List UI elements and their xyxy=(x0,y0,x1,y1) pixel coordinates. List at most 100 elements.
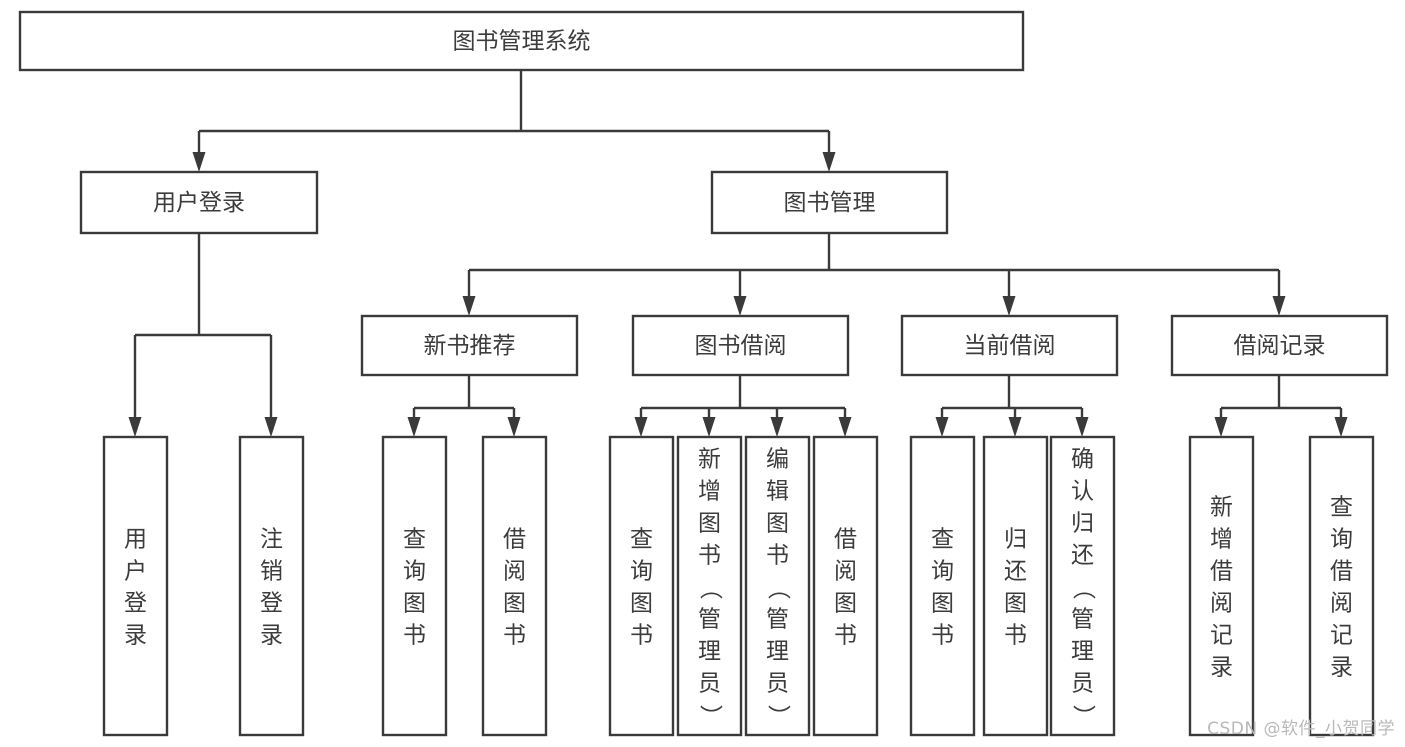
node-label-char: 图 xyxy=(503,591,526,617)
connector-arrowhead xyxy=(1272,296,1286,316)
node-box xyxy=(481,435,548,737)
node-label-char: 增 xyxy=(698,479,721,505)
node-label-char: 确 xyxy=(1071,447,1094,473)
node-label-char: 理 xyxy=(766,639,789,665)
node-label-char: 理 xyxy=(698,639,721,665)
node-label-char: 查 xyxy=(1330,495,1353,521)
connector-user-login-bus xyxy=(128,233,278,437)
connector-root-bus xyxy=(192,70,836,172)
connector-arrowhead xyxy=(838,417,852,437)
node-label-char: 登 xyxy=(260,591,283,617)
connector-new-book-rec-bus xyxy=(407,375,521,437)
connector-arrowhead xyxy=(128,417,142,437)
node-label-char: 销 xyxy=(260,559,283,585)
node-label-char: 阅 xyxy=(834,559,857,585)
node-label: 用户登录 xyxy=(153,190,245,216)
node-n-book-mgmt[interactable]: 图书管理 xyxy=(710,170,949,235)
node-label-char: 编 xyxy=(766,447,789,473)
node-label-char: 书 xyxy=(931,623,954,649)
node-label-char: 图 xyxy=(766,511,789,537)
node-label-char: 书 xyxy=(834,623,857,649)
node-label-char: 登 xyxy=(124,591,147,617)
node-label: 图书借阅 xyxy=(695,333,787,359)
node-n-current-borrow[interactable]: 当前借阅 xyxy=(900,314,1119,377)
connector-arrowhead xyxy=(1075,417,1089,437)
node-box xyxy=(381,435,448,737)
connector-arrowhead xyxy=(634,417,648,437)
node-n-book-borrow[interactable]: 图书借阅 xyxy=(631,314,850,377)
node-label: 当前借阅 xyxy=(964,333,1056,359)
node-box xyxy=(102,435,169,737)
connector-arrowhead xyxy=(770,417,784,437)
connector-arrowhead xyxy=(1214,417,1228,437)
node-label-char: 阅 xyxy=(503,559,526,585)
node-label: 图书管理系统 xyxy=(453,29,591,55)
node-n-new-book-rec[interactable]: 新书推荐 xyxy=(360,314,579,377)
node-n-borrow-record[interactable]: 借阅记录 xyxy=(1170,314,1389,377)
node-label-char: 记 xyxy=(1330,623,1353,649)
connector-arrowhead xyxy=(1334,417,1348,437)
connector-arrowhead xyxy=(507,417,521,437)
node-label-char: 录 xyxy=(124,623,147,649)
node-label-char: 询 xyxy=(1330,527,1353,553)
node-label-char: 查 xyxy=(630,527,653,553)
node-box xyxy=(900,314,1119,377)
node-label-char: 辑 xyxy=(766,479,789,505)
node-label-char: 员 xyxy=(766,671,789,697)
node-label-char: 录 xyxy=(260,623,283,649)
node-root[interactable]: 图书管理系统 xyxy=(18,10,1025,72)
node-box xyxy=(744,435,811,737)
connector-book-mgmt-bus xyxy=(462,233,1286,316)
node-n-user-login[interactable]: 用户登录 xyxy=(79,170,319,235)
node-box xyxy=(812,435,879,737)
connector-arrowhead xyxy=(462,296,476,316)
node-label-char: 记 xyxy=(1210,623,1233,649)
connector-arrowhead xyxy=(192,152,206,172)
node-box xyxy=(676,435,743,737)
node-box xyxy=(360,314,579,377)
connector-arrowhead xyxy=(264,417,278,437)
node-label-char: （ xyxy=(1070,577,1096,600)
node-label-char: 借 xyxy=(1210,559,1233,585)
connector-arrowhead xyxy=(702,417,716,437)
node-box xyxy=(1188,435,1255,737)
node-label-char: 询 xyxy=(403,559,426,585)
connector-arrowhead xyxy=(1002,296,1016,316)
node-label-char: 注 xyxy=(260,527,283,553)
node-label-char: 增 xyxy=(1210,527,1233,553)
node-label-char: 图 xyxy=(698,511,721,537)
connector-book-borrow-bus xyxy=(634,375,852,437)
node-label-char: 书 xyxy=(1004,623,1027,649)
node-label-char: ） xyxy=(765,705,791,728)
node-label-char: 询 xyxy=(931,559,954,585)
node-label-char: 书 xyxy=(766,543,789,569)
node-label-char: ） xyxy=(697,705,723,728)
node-l-user-login[interactable]: 用户登录 xyxy=(102,435,169,737)
edges-layer xyxy=(128,70,1348,437)
node-label-char: 新 xyxy=(698,447,721,473)
node-label-char: 书 xyxy=(503,623,526,649)
node-label-char: 管 xyxy=(766,607,789,633)
node-label: 用户登录 xyxy=(124,527,147,649)
node-label-char: 阅 xyxy=(1330,591,1353,617)
